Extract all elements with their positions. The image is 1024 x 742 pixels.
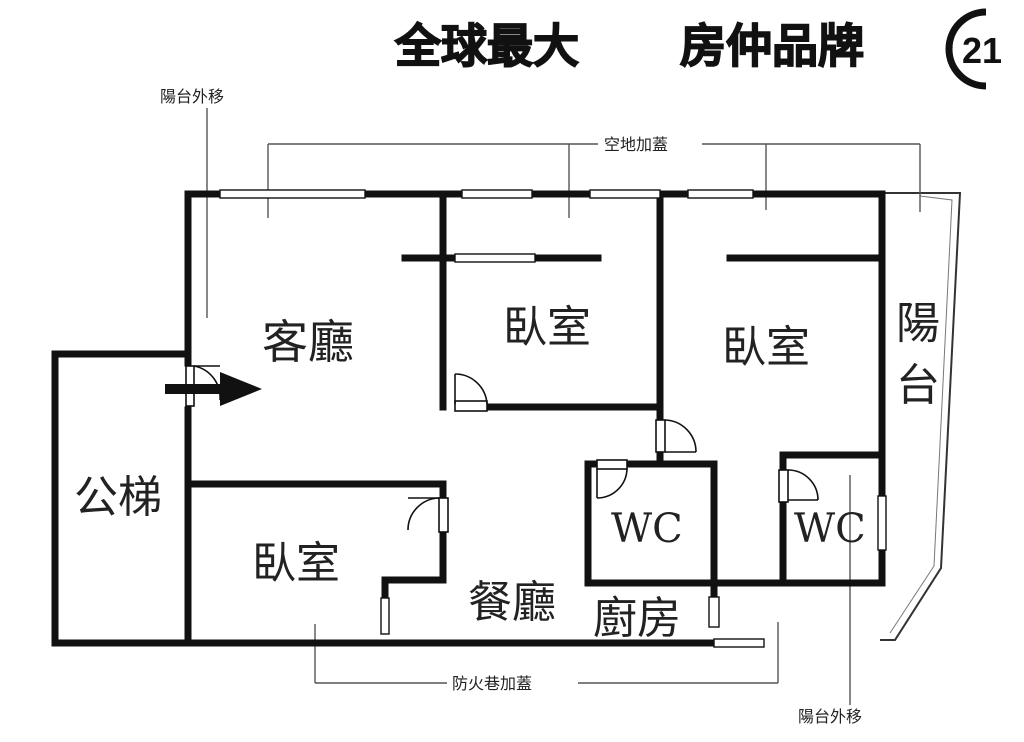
annotation-balcony-moved-top: 陽台外移 bbox=[160, 87, 224, 106]
wc-left-door bbox=[596, 459, 628, 499]
bedroom-middle-door bbox=[454, 373, 488, 412]
room-label-living-room: 客廳 bbox=[262, 315, 354, 369]
slogan-left: 全球最大 bbox=[394, 19, 579, 73]
room-label-dining-room: 餐廳 bbox=[468, 577, 556, 628]
wc-right-door bbox=[778, 469, 819, 503]
logo-number: 21 bbox=[962, 30, 1002, 71]
annotation-balcony-moved-bottom: 陽台外移 bbox=[798, 707, 862, 726]
entrance-arrow-icon bbox=[165, 372, 262, 406]
windows bbox=[219, 189, 887, 648]
bedroom-right-door bbox=[655, 419, 697, 453]
doors bbox=[185, 365, 819, 533]
annotation-leaders bbox=[206, 108, 921, 705]
slogan-right: 房仲品牌 bbox=[680, 19, 864, 73]
annotation-vacant-land-addition: 空地加蓋 bbox=[604, 135, 668, 154]
room-label-public-stairs: 公梯 bbox=[74, 472, 162, 523]
room-label-kitchen: 廚房 bbox=[593, 593, 681, 644]
room-label-balcony-line2: 台 bbox=[896, 360, 940, 411]
room-label-wc-left: WC bbox=[611, 506, 683, 552]
century21-logo: 21 bbox=[945, 8, 1002, 90]
room-label-bedroom-top-right: 臥室 bbox=[722, 322, 810, 373]
room-label-bedroom-bottom-left: 臥室 bbox=[252, 538, 340, 589]
bedroom-bottom-door bbox=[407, 497, 449, 533]
room-label-wc-right: WC bbox=[794, 506, 866, 552]
room-label-bedroom-top-middle: 臥室 bbox=[503, 302, 591, 353]
balcony-extension-outline bbox=[880, 192, 962, 641]
annotation-fire-lane-addition: 防火巷加蓋 bbox=[452, 674, 532, 693]
walls bbox=[51, 190, 886, 647]
room-label-balcony-line1: 陽 bbox=[896, 298, 940, 349]
balcony-extension-inner bbox=[889, 195, 953, 634]
